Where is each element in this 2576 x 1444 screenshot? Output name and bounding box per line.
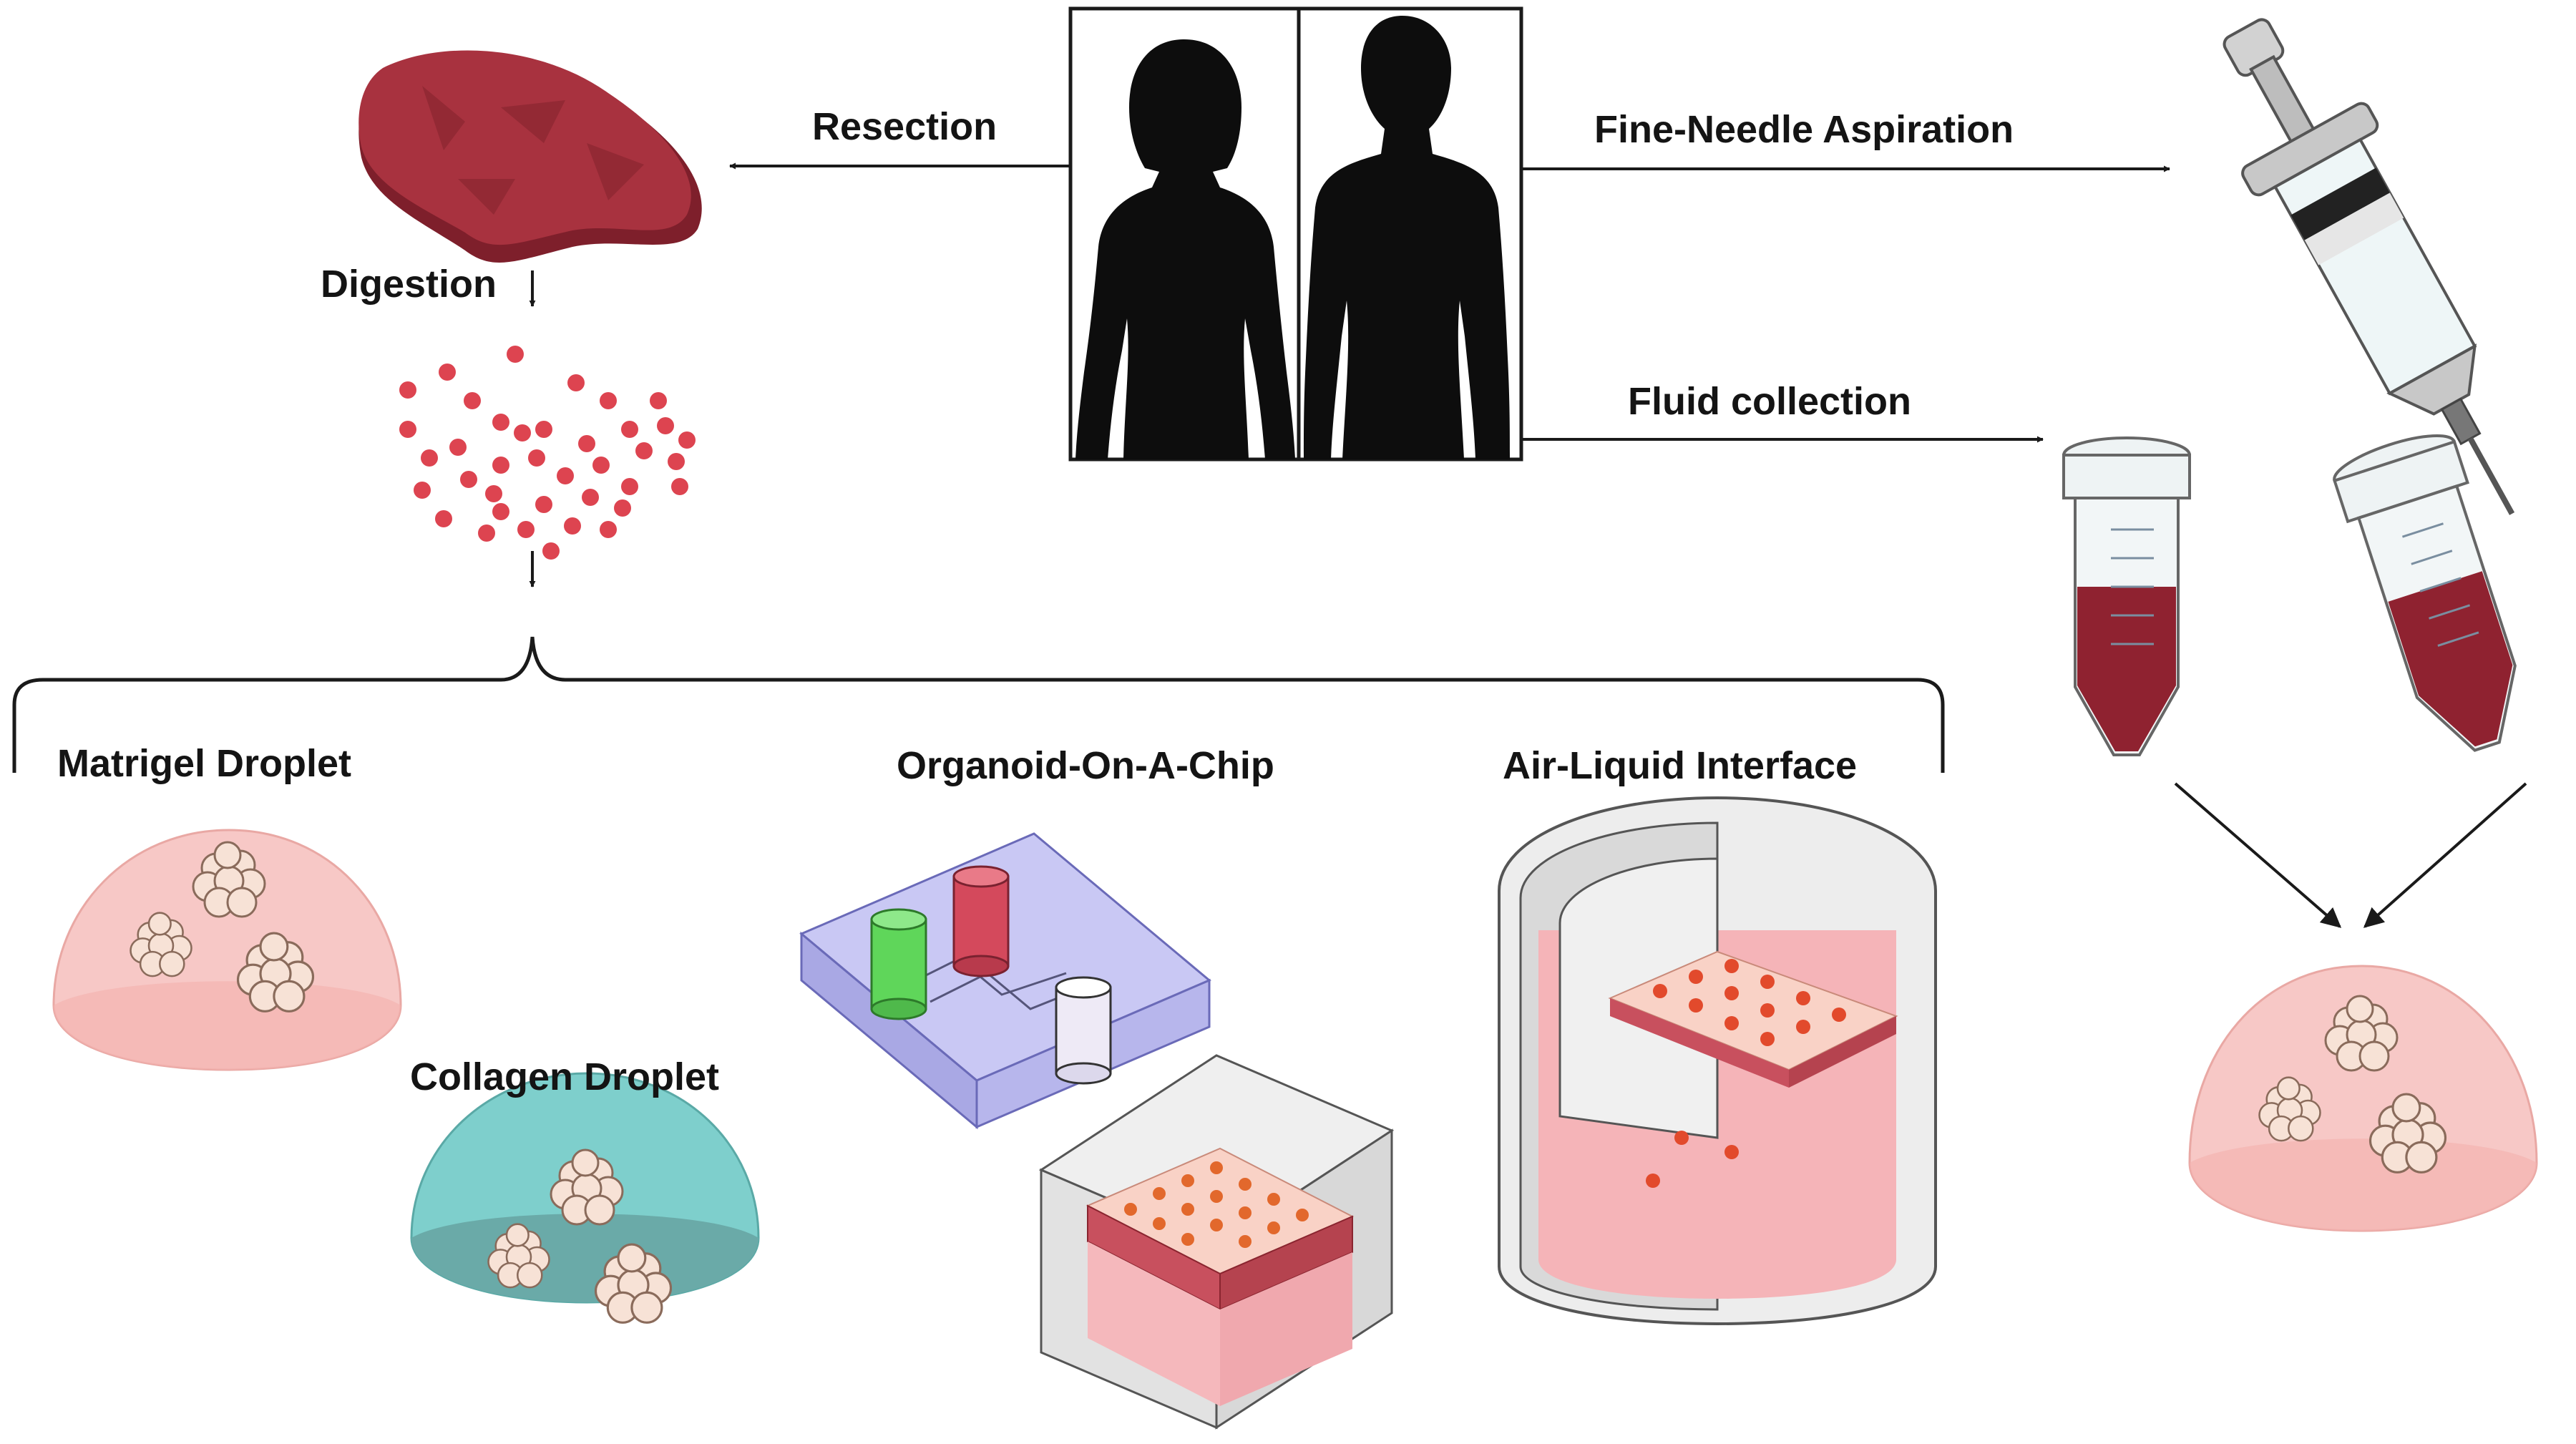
syringe-icon xyxy=(2223,18,2515,515)
dissociated-cells xyxy=(399,346,696,560)
matrigel-droplet-label: Matrigel Droplet xyxy=(57,742,352,785)
cell-dot xyxy=(582,489,599,506)
result-droplet xyxy=(2188,965,2538,1232)
cell-dot xyxy=(492,457,509,474)
cell-dot xyxy=(657,417,674,434)
air-liquid-interface-label: Air-Liquid Interface xyxy=(1503,744,1858,787)
tube-to-droplet-arrow xyxy=(2174,782,2342,928)
cell-dot xyxy=(399,421,416,438)
cell-dot xyxy=(668,453,685,470)
cell-dot xyxy=(399,381,416,399)
cell-dot xyxy=(600,392,617,409)
cell-dot xyxy=(592,457,610,474)
cell-dot xyxy=(492,414,509,431)
cell-dot xyxy=(460,471,477,488)
cell-dot xyxy=(600,521,617,538)
cell-dot xyxy=(567,374,585,391)
cell-dot xyxy=(478,525,495,542)
air-liquid-interface-icon xyxy=(1498,796,1937,1326)
cell-dot xyxy=(621,421,638,438)
cell-dot xyxy=(449,439,467,456)
cell-dot xyxy=(514,424,531,442)
cell-dot xyxy=(671,478,688,495)
cell-dot xyxy=(492,503,509,520)
cell-dot xyxy=(542,542,560,560)
digestion-label: Digestion xyxy=(321,263,497,306)
organoid-on-a-chip-label: Organoid-On-A-Chip xyxy=(897,744,1274,787)
human-silhouette-icon xyxy=(1075,16,1510,459)
cell-dot xyxy=(564,517,581,535)
patient-silhouettes xyxy=(1068,6,1523,462)
resection-label: Resection xyxy=(812,105,997,148)
cell-dot xyxy=(464,392,481,409)
fluid-collection-label: Fluid collection xyxy=(1628,380,1912,423)
cell-dot xyxy=(414,482,431,499)
cell-dot xyxy=(535,421,552,438)
organoid-chip-icon xyxy=(799,832,1211,1130)
collagen-droplet-label: Collagen Droplet xyxy=(410,1055,720,1098)
cell-dot xyxy=(485,485,502,502)
cell-dot xyxy=(535,496,552,513)
cell-dot xyxy=(507,346,524,363)
conical-tube-icon xyxy=(2333,434,2517,752)
cell-dot xyxy=(435,510,452,527)
cell-dot xyxy=(421,449,438,467)
chip-cross-section xyxy=(1038,1054,1395,1430)
matrigel-droplet xyxy=(52,829,402,1071)
cell-dot xyxy=(621,478,638,495)
cell-dot xyxy=(528,449,545,467)
cell-dot xyxy=(439,364,456,381)
cell-dot xyxy=(614,499,631,517)
cell-dot xyxy=(578,435,595,452)
cell-dot xyxy=(650,392,667,409)
cell-dot xyxy=(517,521,535,538)
cell-dot xyxy=(635,442,653,459)
cell-dot xyxy=(557,467,574,484)
fine-needle-aspiration-label: Fine-Needle Aspiration xyxy=(1594,108,2014,151)
tube-to-droplet-arrow-2 xyxy=(2363,782,2527,928)
cell-dot xyxy=(678,431,696,449)
tissue-icon xyxy=(358,50,702,263)
method-bracket xyxy=(12,636,1945,773)
collagen-droplet xyxy=(410,1072,760,1324)
conical-tube-icon xyxy=(2062,436,2191,756)
